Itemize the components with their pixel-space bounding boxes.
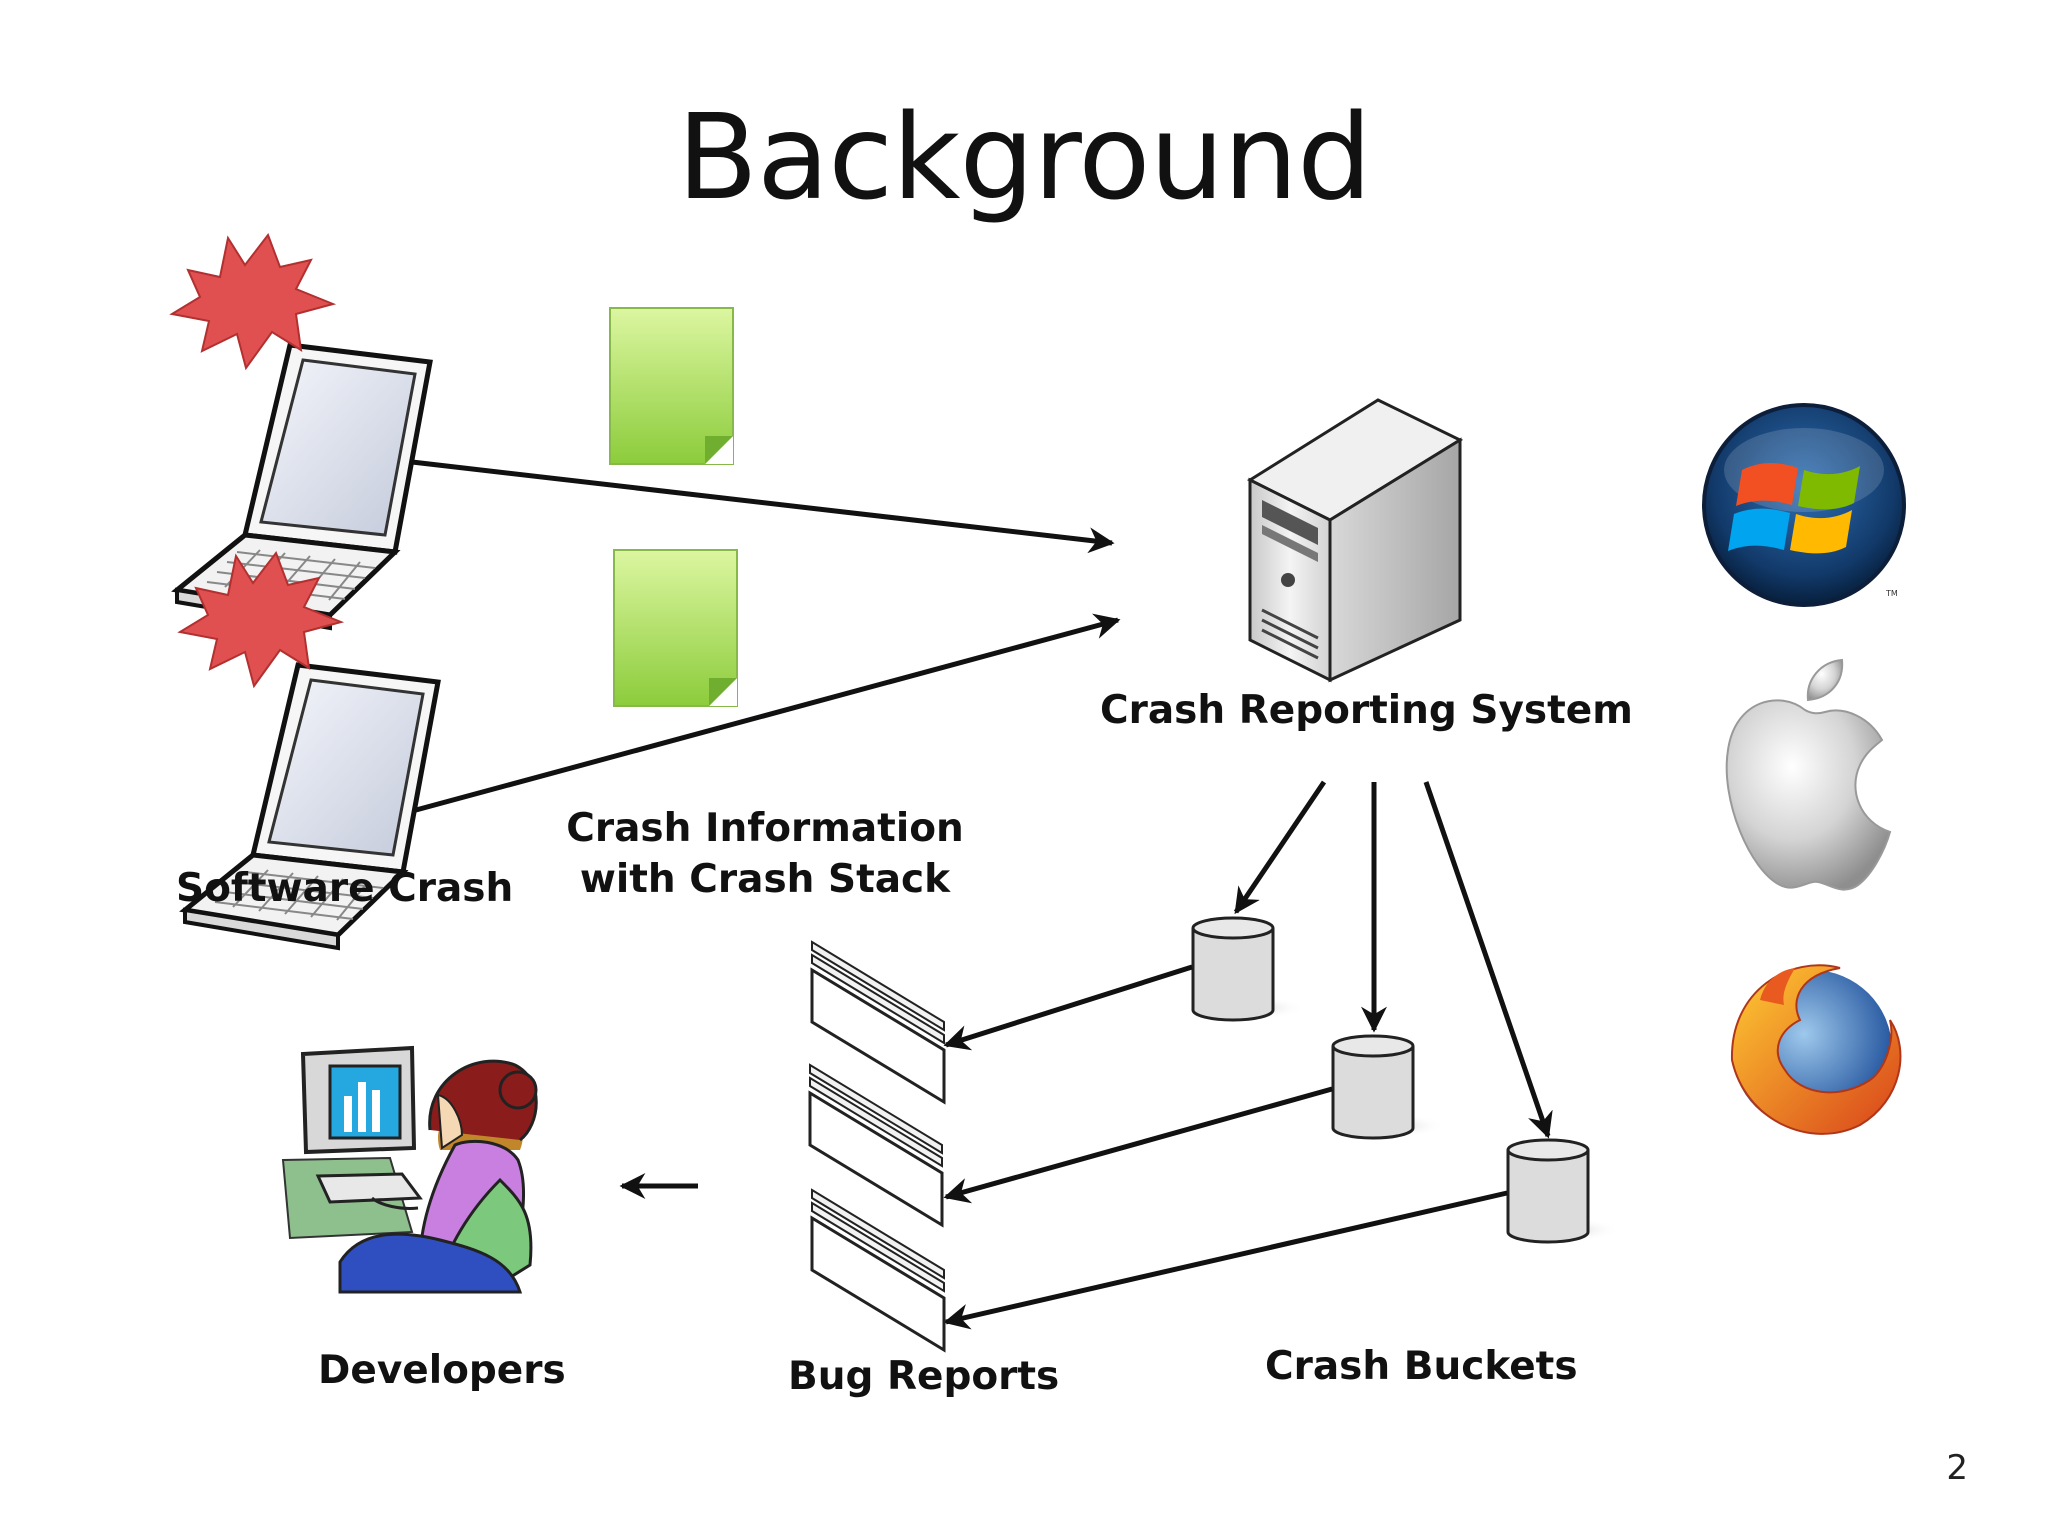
bug-reports-label: Bug Reports (788, 1354, 1060, 1399)
windows-logo: TM (1702, 403, 1906, 607)
crash-bucket-2 (1331, 1034, 1445, 1140)
arrow-server-to-bucket-1 (1233, 780, 1327, 915)
crash-reporting-system-label: Crash Reporting System (1100, 688, 1633, 733)
developer-icon (281, 1045, 538, 1294)
arrow-server-to-bucket-3 (1423, 781, 1553, 1139)
crash-burst-icon (177, 550, 345, 689)
arrow-bucket-1-to-bug-report-1 (943, 964, 1193, 1051)
laptop-icon (179, 662, 441, 951)
bug-report-2 (808, 1063, 944, 1228)
arrow-laptop2-to-server (415, 613, 1121, 813)
crash-information-label: Crash Information with Crash Stack (560, 806, 970, 902)
crash-bucket-1 (1191, 916, 1305, 1022)
arrow-laptop1-to-server (411, 459, 1115, 554)
arrow-bucket-2-to-bug-report-2 (943, 1086, 1333, 1204)
arrow-bucket-3-to-bug-report-3 (943, 1190, 1508, 1330)
server-icon (1246, 398, 1464, 683)
crash-bucket-3 (1506, 1138, 1620, 1244)
crashed-laptop-2 (177, 549, 738, 951)
crash-burst-icon (169, 232, 337, 371)
crash-information-line-1: Crash Information (566, 806, 964, 851)
bug-report-1 (810, 940, 946, 1105)
developers-label: Developers (318, 1348, 566, 1393)
svg-text:TM: TM (1885, 589, 1898, 598)
crash-buckets-label: Crash Buckets (1265, 1344, 1578, 1389)
page-number: 2 (1946, 1448, 1968, 1488)
bug-report-3 (810, 1188, 946, 1353)
software-crash-label: Software Crash (176, 866, 514, 911)
apple-logo (1725, 658, 1892, 891)
crash-information-line-2: with Crash Stack (579, 857, 951, 902)
firefox-logo (1730, 964, 1902, 1135)
slide-title: Background (677, 88, 1372, 226)
